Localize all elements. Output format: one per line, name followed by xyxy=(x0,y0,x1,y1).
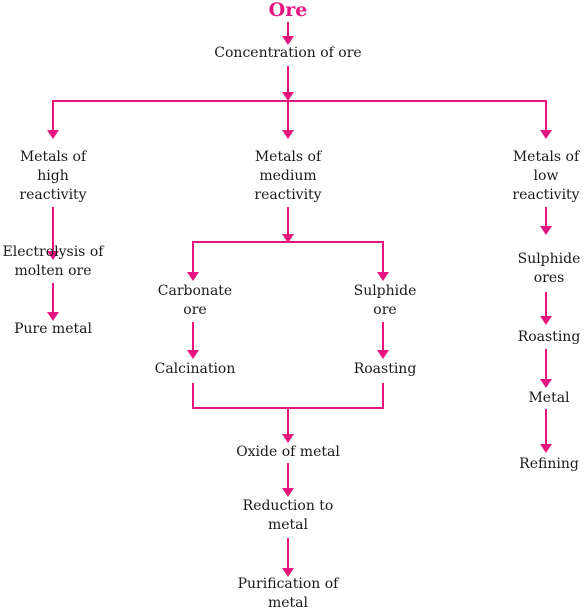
arrowhead xyxy=(540,316,552,325)
reduction-to-metal-label: Reduction to metal xyxy=(242,498,334,533)
metal-label: Metal xyxy=(528,390,570,406)
sulphide-ores-label: Sulphide ores xyxy=(517,251,581,286)
arrowhead xyxy=(282,130,294,139)
oxide-of-metal-label: Oxide of metal xyxy=(236,444,340,460)
arrowhead xyxy=(47,251,59,260)
refining-label: Refining xyxy=(519,456,579,472)
roasting-medium-label: Roasting xyxy=(353,361,417,377)
connector-line xyxy=(192,241,384,272)
arrowhead xyxy=(282,36,294,45)
arrowhead xyxy=(282,434,294,443)
arrowhead xyxy=(282,488,294,497)
arrowhead xyxy=(377,350,389,359)
arrowhead xyxy=(47,130,59,139)
roasting-low-label: Roasting xyxy=(517,329,581,345)
arrowhead xyxy=(187,272,199,281)
arrowhead xyxy=(540,444,552,453)
high-reactivity-heading: Metals of high reactivity xyxy=(19,149,87,203)
arrowhead xyxy=(540,130,552,139)
arrowhead xyxy=(282,234,294,243)
purification-of-metal-label: Purification of metal xyxy=(237,576,339,611)
arrowhead xyxy=(540,226,552,235)
arrowhead xyxy=(47,312,59,321)
arrowhead xyxy=(540,379,552,388)
medium-reactivity-heading: Metals of medium reactivity xyxy=(254,149,322,203)
arrowhead xyxy=(187,350,199,359)
connector-line xyxy=(192,383,384,409)
pure-metal-label: Pure metal xyxy=(14,321,92,337)
concentration-of-ore-label: Concentration of ore xyxy=(214,45,362,61)
carbonate-ore-label: Carbonate ore xyxy=(157,283,233,318)
arrowhead xyxy=(282,92,294,101)
sulphide-ore-label: Sulphide ore xyxy=(353,283,417,318)
low-reactivity-heading: Metals of low reactivity xyxy=(512,149,580,203)
arrowhead xyxy=(282,568,294,577)
arrowheads xyxy=(47,36,552,577)
arrowhead xyxy=(377,272,389,281)
connector-lines xyxy=(52,22,547,568)
ore-title: Ore xyxy=(268,0,308,21)
electrolysis-label: Electrolysis of molten ore xyxy=(2,244,104,279)
calcination-label: Calcination xyxy=(154,361,236,377)
connector-line xyxy=(52,100,547,130)
